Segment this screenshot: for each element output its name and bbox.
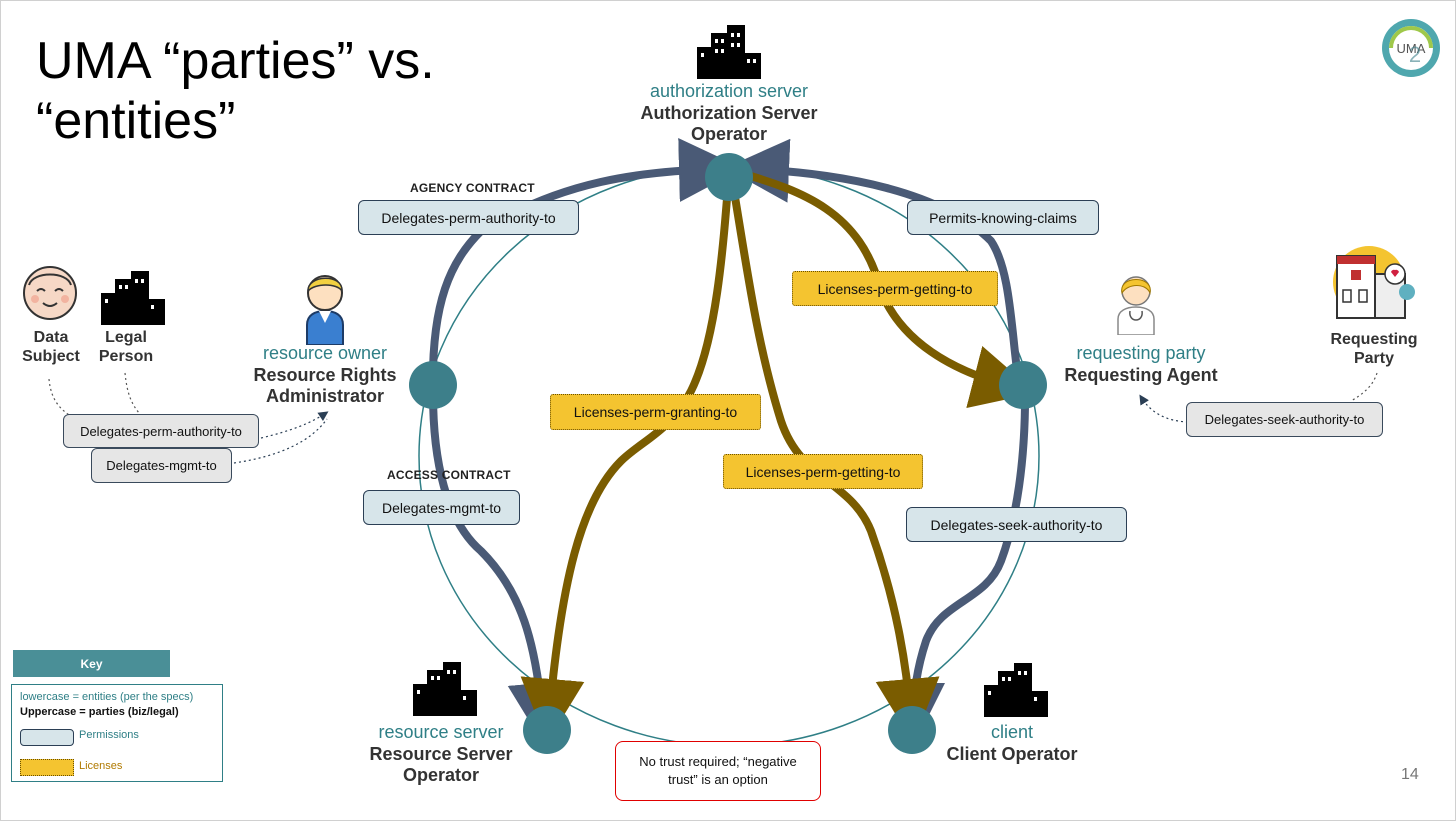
permission-left-delegates-mgmt: Delegates-mgmt-to (91, 448, 232, 483)
node-resource-owner (409, 361, 457, 409)
entity-authorization-server: authorization server (649, 81, 809, 101)
party-resource-owner-line2: Administrator (265, 386, 384, 407)
agency-contract-heading: AGENCY CONTRACT (410, 181, 535, 195)
key-legend: lowercase = entities (per the specs) Upp… (11, 684, 223, 782)
dotted-left-to-rra-1 (260, 411, 329, 439)
node-client (888, 706, 936, 754)
dotted-requesting-party (1350, 372, 1378, 402)
authorization-server-label: authorization server Authorization Serve… (601, 81, 857, 146)
access-contract-heading: ACCESS CONTRACT (387, 468, 511, 482)
entity-resource-owner: resource owner (262, 343, 388, 363)
legal-person-line1: Legal (105, 329, 147, 346)
client-label: client Client Operator (936, 722, 1088, 765)
requesting-party-side-label: Requesting Party (1321, 330, 1427, 368)
node-requesting-party (999, 361, 1047, 409)
hospital-icon (1333, 246, 1415, 319)
logo-text: UMA (1397, 41, 1426, 56)
legal-person-label: Legal Person (86, 328, 166, 366)
uma2-logo-icon: UMA 2 (1382, 19, 1440, 77)
nurse-icon (1117, 276, 1155, 335)
permission-right-delegates-seek-authority: Delegates-seek-authority-to (1186, 402, 1383, 437)
party-resource-owner-line1: Resource Rights (253, 364, 397, 385)
requesting-party-side-line2: Party (1353, 350, 1395, 368)
dotted-data-subject (48, 378, 77, 420)
party-requesting-agent: Requesting Agent (1064, 364, 1218, 385)
license-perm-granting: Licenses-perm-granting-to (550, 394, 761, 430)
key-parties-line: Uppercase = parties (biz/legal) (20, 706, 179, 718)
person-icon (306, 275, 344, 345)
dotted-legal-person (124, 372, 140, 414)
license-perm-getting-top: Licenses-perm-getting-to (792, 271, 998, 306)
key-permissions-label: Permissions (79, 729, 139, 741)
arrow-rra-to-rs (429, 389, 572, 747)
building-icon (101, 271, 165, 325)
note-line1: No trust required; “negative (639, 754, 797, 770)
dotted-left-to-rra-2 (233, 418, 328, 464)
page-title: UMA “parties” vs. “entities” (36, 32, 435, 150)
arrow-as-to-client (727, 169, 940, 743)
resource-owner-label: resource owner Resource Rights Administr… (231, 343, 419, 408)
party-authorization-server-line2: Operator (690, 124, 768, 145)
requesting-party-side-line1: Requesting (1330, 331, 1418, 348)
legal-person-line2: Person (98, 348, 154, 366)
key-licenses-swatch (20, 759, 74, 776)
permission-permits-knowing-claims: Permits-knowing-claims (907, 200, 1099, 235)
building-icon (697, 25, 761, 79)
requesting-party-label: requesting party Requesting Agent (1051, 343, 1231, 386)
svg-text:2: 2 (1409, 42, 1421, 67)
key-permissions-swatch (20, 729, 74, 746)
permission-delegates-perm-authority: Delegates-perm-authority-to (358, 200, 579, 235)
entity-resource-server: resource server (378, 722, 504, 742)
key-licenses-label: Licenses (79, 760, 123, 772)
key-heading: Key (13, 650, 170, 677)
data-subject-label: Data Subject (11, 328, 91, 366)
permission-left-delegates-perm-authority: Delegates-perm-authority-to (63, 414, 259, 448)
building-icon (984, 663, 1048, 717)
key-entities-line: lowercase = entities (per the specs) (20, 691, 194, 703)
arrow-as-to-rs (520, 169, 733, 743)
page-number: 14 (1401, 766, 1419, 783)
party-resource-server-line1: Resource Server (369, 743, 513, 764)
entity-requesting-party: requesting party (1076, 343, 1206, 363)
building-icon (413, 662, 477, 716)
dotted-right-to-ra (1139, 394, 1189, 423)
permission-delegates-mgmt: Delegates-mgmt-to (363, 490, 520, 525)
entity-client: client (990, 722, 1034, 742)
party-resource-server-line2: Operator (402, 765, 480, 786)
license-perm-getting-mid: Licenses-perm-getting-to (723, 454, 923, 489)
note-line2: trust” is an option (668, 772, 768, 787)
baby-face-icon (23, 266, 77, 320)
party-authorization-server-line1: Authorization Server (640, 102, 818, 123)
resource-server-label: resource server Resource Server Operator (351, 722, 531, 787)
party-client-operator: Client Operator (946, 743, 1078, 764)
node-resource-server (523, 706, 571, 754)
data-subject-line2: Subject (22, 348, 80, 366)
no-trust-note: No trust required; “negative trust” is a… (615, 741, 821, 801)
node-authorization-server (705, 153, 753, 201)
data-subject-line1: Data (33, 329, 69, 346)
permission-delegates-seek-authority: Delegates-seek-authority-to (906, 507, 1127, 542)
